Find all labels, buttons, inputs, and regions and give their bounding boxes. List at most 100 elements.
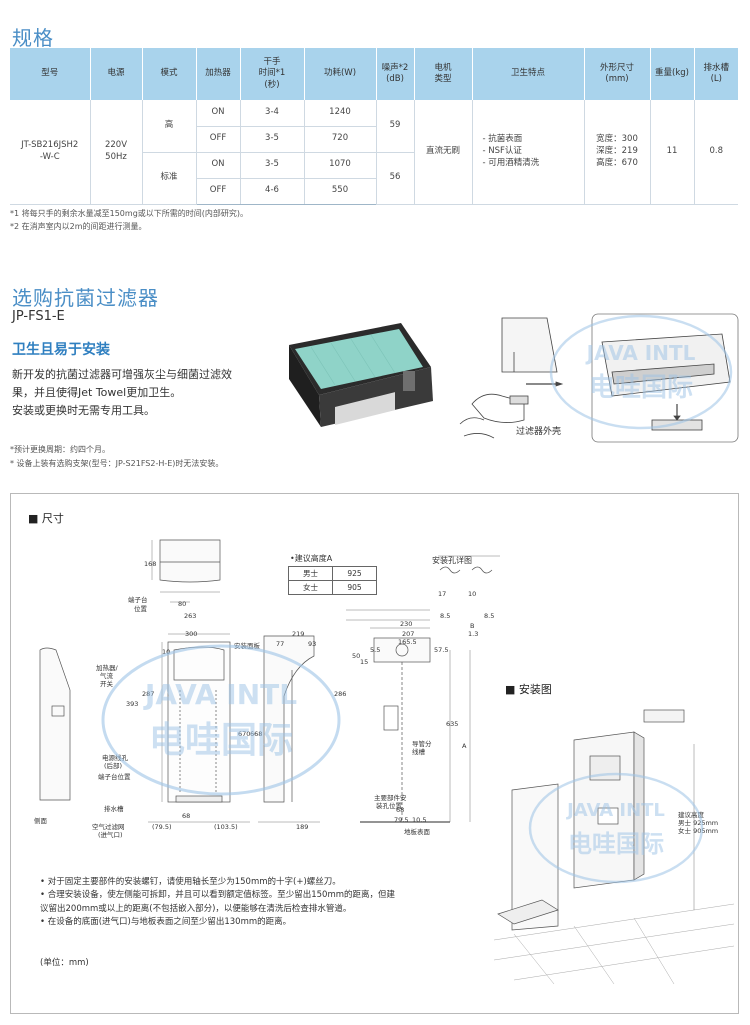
dim-300: 300 bbox=[185, 630, 198, 638]
cell-time: 4-6 bbox=[239, 178, 304, 205]
dim-668: 668 bbox=[250, 730, 263, 738]
dim-79-5: (79.5) bbox=[152, 823, 172, 831]
dim-15: 15 bbox=[360, 658, 369, 666]
dim-670: 670 bbox=[238, 730, 251, 738]
label-floor: 地板表面 bbox=[404, 828, 430, 836]
table-row: JT-SB216JSH2 -W-C 220V 50Hz 高 ON 3-4 124… bbox=[10, 100, 738, 205]
cell-heater: OFF bbox=[195, 126, 240, 153]
dim-635: 635 bbox=[446, 720, 459, 728]
dim-286: 286 bbox=[334, 690, 347, 698]
th-noise-l2: (dB) bbox=[386, 74, 404, 84]
install-notes: • 对于固定主要部件的安装螺钉，请使用轴长至少为150mm的十字(+)螺丝刀。 … bbox=[40, 876, 460, 929]
cell-time: 3-4 bbox=[239, 100, 304, 127]
hygiene-item: - 抗菌表面 bbox=[482, 133, 523, 144]
cell-time: 3-5 bbox=[239, 126, 304, 153]
dim-10b: 10 bbox=[468, 590, 477, 598]
cell-motor: 直流无刷 bbox=[413, 100, 472, 205]
th-consumption: 功耗(W) bbox=[304, 48, 377, 100]
th-model: 型号 bbox=[10, 48, 91, 100]
height-val: 925 bbox=[332, 566, 377, 581]
th-tank-l2: (L) bbox=[710, 74, 722, 84]
install-title: ■ 安装图 bbox=[505, 683, 552, 696]
cell-model: JT-SB216JSH2 -W-C bbox=[10, 100, 90, 205]
hygiene-item: - 可用酒精清洗 bbox=[482, 157, 540, 168]
power-l1: 220V bbox=[104, 139, 128, 150]
dim-10-5: 10.5 bbox=[412, 816, 427, 824]
th-tank-l1: 排水槽 bbox=[703, 62, 729, 73]
filter-desc-3: 安装或更换时无需专用工具。 bbox=[12, 404, 155, 417]
th-heater: 加热器 bbox=[196, 48, 241, 100]
install-note-3: 女士 905mm bbox=[678, 827, 719, 835]
th-noise: 噪声*2 (dB) bbox=[376, 48, 415, 100]
dim-77: 77 bbox=[276, 640, 285, 648]
size-width: 宽度：300 bbox=[596, 133, 638, 144]
cell-time: 3-5 bbox=[239, 152, 304, 179]
th-power: 电源 bbox=[90, 48, 143, 100]
th-dry-l3: (秒) bbox=[264, 79, 280, 90]
th-size-l1: 外形尺寸 bbox=[599, 62, 634, 73]
model-l2: -W-C bbox=[39, 151, 60, 162]
dim-b: B bbox=[470, 622, 475, 630]
filter-desc-1: 新开发的抗菌过滤器可增强灰尘与细菌过滤效 bbox=[12, 368, 232, 381]
cell-watts: 1070 bbox=[303, 152, 376, 179]
cell-noise-high: 59 bbox=[375, 100, 414, 153]
dim-230: 230 bbox=[400, 620, 413, 628]
cell-mode-std: 标准 bbox=[141, 152, 196, 205]
filter-model: JP-FS1-E bbox=[12, 309, 65, 324]
dim-a: A bbox=[462, 742, 467, 750]
cell-size: 宽度：300 深度：219 高度：670 bbox=[583, 100, 650, 205]
height-val: 905 bbox=[332, 580, 377, 595]
cell-mode-high: 高 bbox=[141, 100, 196, 153]
dim-219: 219 bbox=[292, 630, 305, 638]
th-dry-l2: 时间*1 bbox=[258, 68, 286, 79]
label-terminal: 端子台 bbox=[128, 596, 148, 604]
label-terminal-2: 位置 bbox=[134, 605, 147, 613]
filter-note-2: * 设备上装有选购支架(型号：JP-S21FS2-H-E)时无法安装。 bbox=[10, 459, 224, 468]
spec-note-1: *1 将每只手的剩余水量减至150mg或以下所需的时间(内部研究)。 bbox=[10, 209, 249, 218]
th-size: 外形尺寸 (mm) bbox=[584, 48, 651, 100]
label-main-parts-2: 装孔位置 bbox=[376, 802, 402, 810]
spec-title: 规格 bbox=[12, 26, 54, 50]
dim-168: 168 bbox=[144, 560, 157, 568]
filter-subtitle: 卫生且易于安装 bbox=[12, 342, 110, 358]
table-row: 标准 ON 3-5 1070 56 bbox=[10, 152, 738, 205]
cell-tank: 0.8 bbox=[693, 100, 738, 205]
spec-note-2: *2 在消声室内以2m的间距进行测量。 bbox=[10, 222, 147, 231]
cell-noise-std: 56 bbox=[375, 152, 414, 205]
dim-189: 189 bbox=[296, 823, 309, 831]
install-note-bullet: 议留出200mm或以上的距离(不包括嵌入部分)，以便能够在清洗后检查排水管道。 bbox=[40, 903, 352, 914]
th-motor-l2: 类型 bbox=[434, 74, 452, 84]
filter-desc-2: 果，并且使得Jet Towel更加卫生。 bbox=[12, 386, 182, 399]
th-dry-time: 干手 时间*1 (秒) bbox=[240, 48, 305, 100]
th-mode: 模式 bbox=[142, 48, 197, 100]
dim-57-5: 57.5 bbox=[434, 646, 449, 654]
label-guide-1: 导管分 bbox=[412, 740, 432, 748]
cell-power: 220V 50Hz bbox=[89, 100, 142, 205]
filter-housing-callout: 过滤器外壳 bbox=[516, 427, 562, 437]
dim-165-5: 165.5 bbox=[398, 638, 417, 646]
dim-80: 80 bbox=[178, 600, 187, 608]
th-tank: 排水槽 (L) bbox=[694, 48, 738, 100]
height-who: 女士 bbox=[288, 580, 333, 595]
cell-watts: 720 bbox=[303, 126, 376, 153]
cell-weight: 11 bbox=[649, 100, 694, 205]
th-hygiene: 卫生特点 bbox=[472, 48, 585, 100]
dim-1-3: 1.3 bbox=[468, 630, 479, 638]
dimensions-frame bbox=[10, 493, 739, 1014]
label-air-filter-2: (进气口) bbox=[98, 831, 123, 839]
dim-68b: 68 bbox=[396, 806, 405, 814]
cell-hygiene: - 抗菌表面 - NSF认证 - 可用酒精清洗 bbox=[471, 100, 584, 205]
label-side: 侧面 bbox=[34, 817, 47, 825]
th-motor: 电机 类型 bbox=[414, 48, 473, 100]
dim-79-5b: 79.5 bbox=[394, 816, 409, 824]
table-row: OFF 4-6 550 bbox=[10, 178, 738, 205]
cell-watts: 550 bbox=[303, 178, 376, 205]
install-note-bullet: • 在设备的底面(进气口)与地板表面之间至少留出130mm的距离。 bbox=[40, 916, 292, 927]
dim-68: 68 bbox=[182, 812, 191, 820]
table-row: 女士 905 bbox=[288, 580, 377, 595]
table-row: 男士 925 bbox=[288, 566, 377, 581]
filter-title: 选购抗菌过滤器 bbox=[12, 286, 159, 310]
dim-263: 263 bbox=[184, 612, 197, 620]
label-panel: 安装面板 bbox=[234, 642, 260, 650]
th-weight: 重量(kg) bbox=[650, 48, 695, 100]
